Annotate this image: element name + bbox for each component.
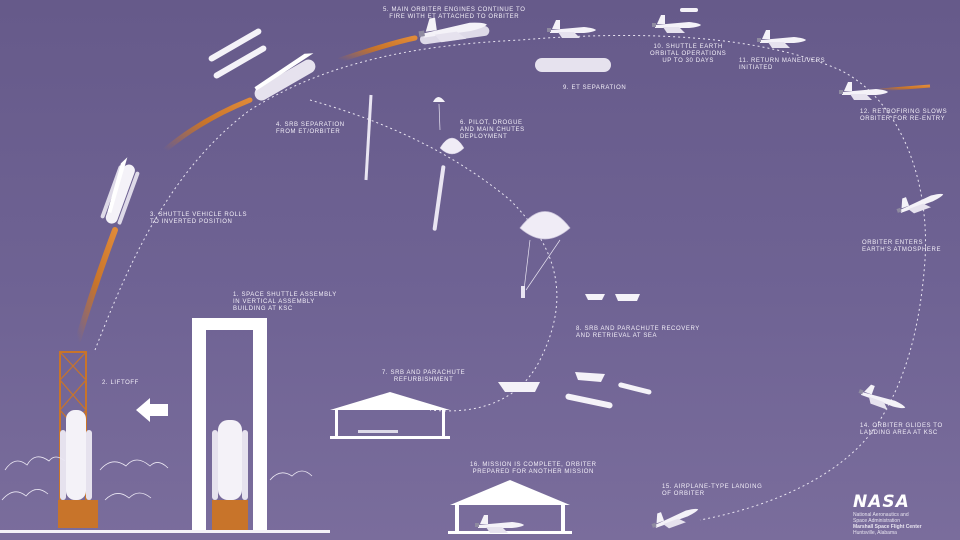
step-6-label: 6. PILOT, DROGUE AND MAIN CHUTES DEPLOYM…	[460, 120, 525, 140]
step-12-label: 12. RETROFIRING SLOWS ORBITER FOR RE-ENT…	[860, 109, 948, 122]
logo-line-4: Huntsville, Alabama	[853, 530, 897, 536]
step-3-label: 3. SHUTTLE VEHICLE ROLLS TO INVERTED POS…	[150, 212, 248, 225]
nasa-wordmark: NASA	[853, 492, 910, 512]
logo-line-2: Space Administration	[853, 518, 900, 524]
step-16-label: 16. MISSION IS COMPLETE, ORBITER PREPARE…	[470, 462, 597, 475]
step-7-label: 7. SRB AND PARACHUTE REFURBISHMENT	[382, 370, 466, 383]
logo-line-3: Marshall Space Flight Center	[853, 524, 922, 530]
step-8-label: 8. SRB AND PARACHUTE RECOVERY AND RETRIE…	[576, 326, 700, 339]
step-9-label: 9. ET SEPARATION	[563, 85, 627, 91]
step-5-label: 5. MAIN ORBITER ENGINES CONTINUE TO FIRE…	[383, 7, 526, 20]
step-13-label: ORBITER ENTERS EARTH'S ATMOSPHERE	[862, 240, 942, 253]
step-1-label: 1. SPACE SHUTTLE ASSEMBLY IN VERTICAL AS…	[233, 292, 337, 312]
step-14-label: 14. ORBITER GLIDES TO LANDING AREA AT KS…	[860, 423, 943, 436]
nasa-logo: NASA National Aeronautics and Space Admi…	[853, 492, 922, 536]
step-10-label: 10. SHUTTLE EARTH ORBITAL OPERATIONS UP …	[650, 44, 727, 64]
step-4-label: 4. SRB SEPARATION FROM ET/ORBITER	[276, 122, 345, 135]
step-11-label: 11. RETURN MANEUVERS INITIATED	[739, 58, 826, 71]
step-15-label: 15. AIRPLANE-TYPE LANDING OF ORBITER	[662, 484, 763, 497]
step-2-label: 2. LIFTOFF	[102, 380, 139, 386]
logo-line-1: National Aeronautics and	[853, 512, 909, 518]
